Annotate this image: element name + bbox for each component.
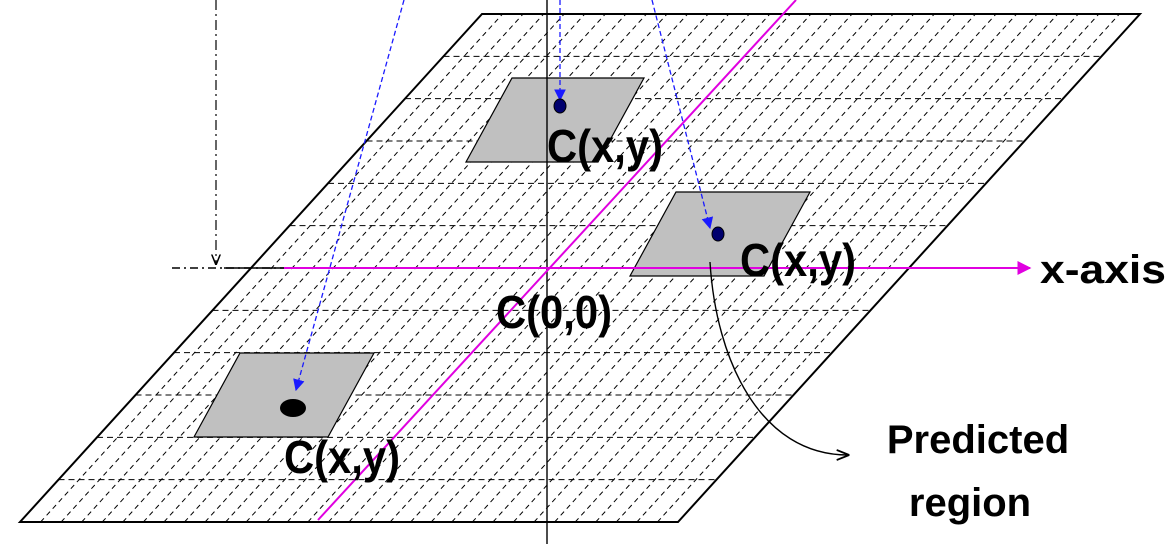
origin-label: C(0,0): [496, 286, 612, 338]
projection-arrow-left: [293, 0, 405, 392]
center-point-top: [553, 98, 567, 114]
cell-label-right: C(x,y): [740, 234, 856, 286]
predicted-label-line2: region: [909, 481, 1031, 525]
diagonal-axis: [317, 0, 797, 521]
grid-plane-outline: [17, 13, 1143, 523]
projection-arrow-right: [651, 0, 714, 230]
predicted-label-line1: Predicted: [887, 418, 1069, 462]
predicted-region-left: [192, 352, 376, 438]
center-point-right: [711, 226, 725, 242]
cell-label-top: C(x,y): [547, 120, 663, 172]
predicted-region-top: [464, 77, 646, 163]
center-point-left: [280, 399, 306, 417]
predicted-region-pointer: [709, 261, 848, 455]
x-axis-label: x-axis: [1040, 248, 1166, 292]
cell-label-left: C(x,y): [284, 431, 400, 483]
